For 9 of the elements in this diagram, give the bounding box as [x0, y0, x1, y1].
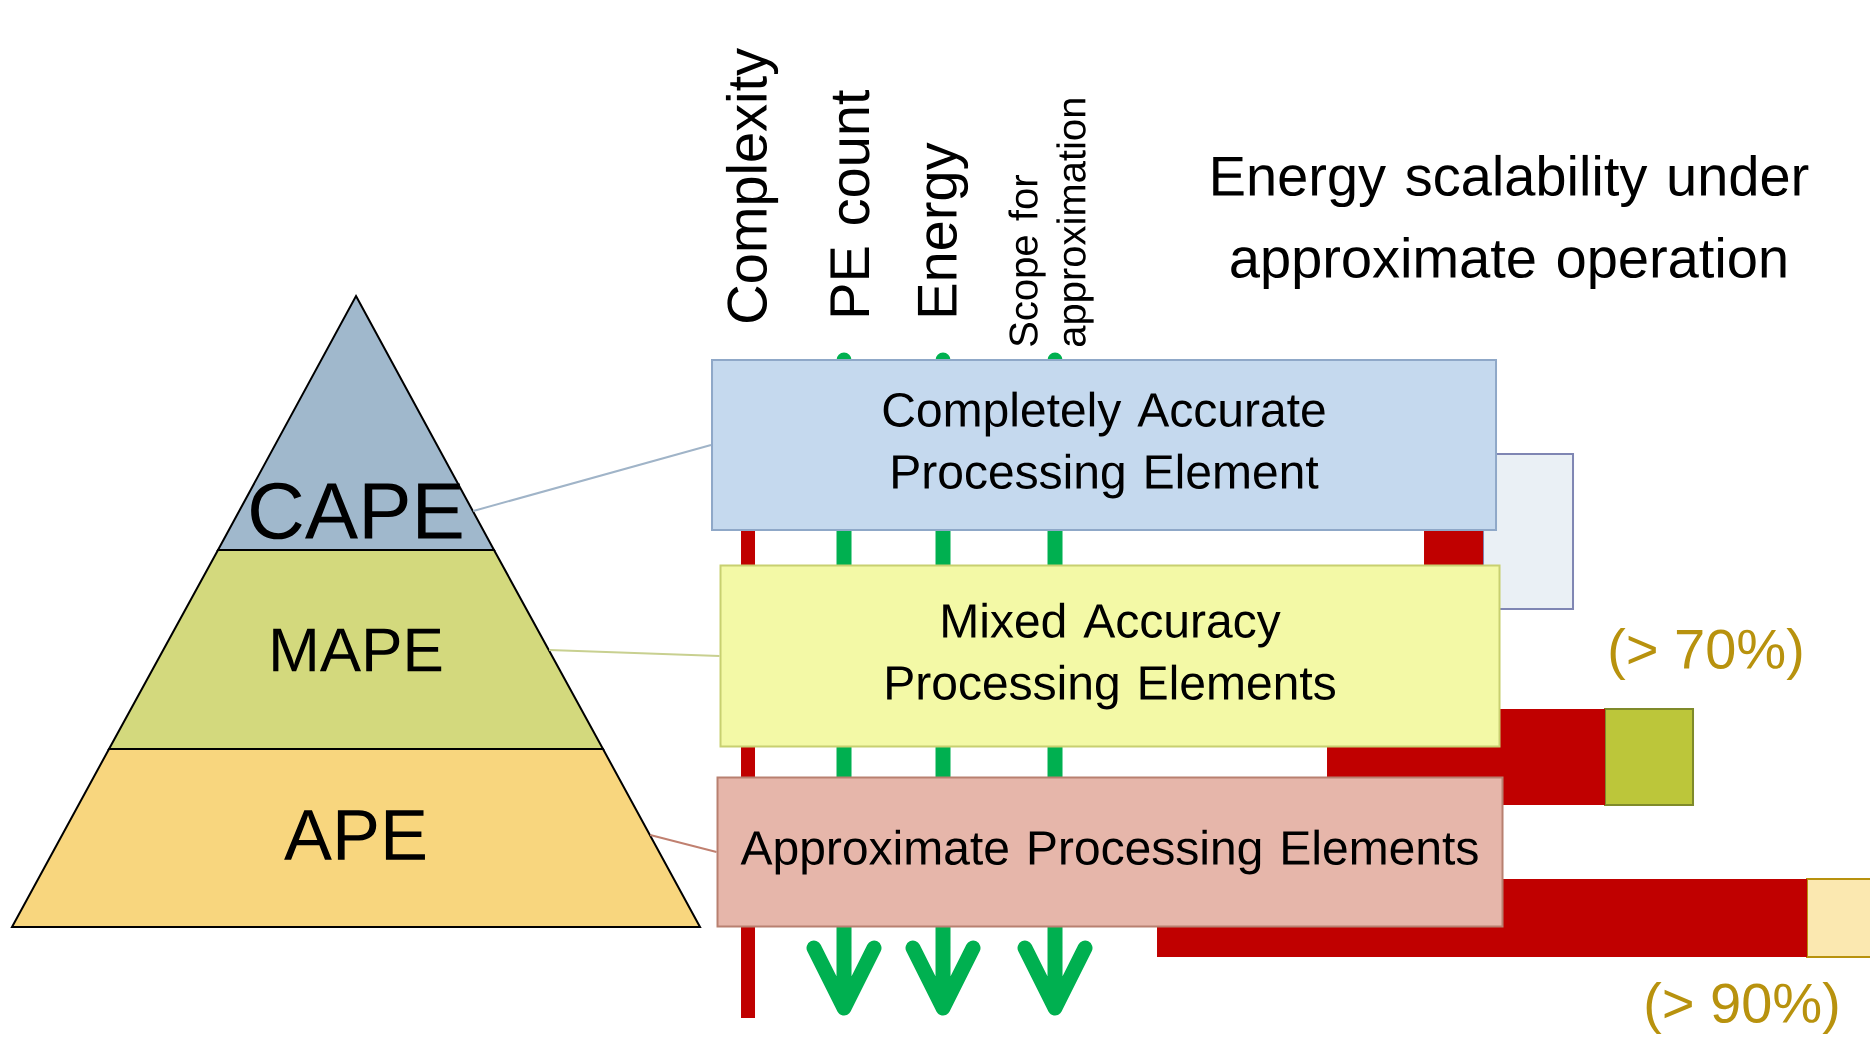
percentage-label: (> 70%): [1610, 627, 1802, 681]
connector-line: [548, 649, 721, 657]
process-box: Approximate Processing Elements: [716, 776, 1504, 928]
process-box: Completely Accurate Processing Element: [711, 359, 1497, 531]
process-box: Mixed Accuracy Processing Elements: [719, 564, 1501, 748]
connector-line: [472, 444, 712, 512]
percentage-label: (> 90%): [1646, 981, 1838, 1035]
title: Energy scalability under approximate operation: [1213, 154, 1809, 290]
connector-line: [649, 834, 718, 853]
